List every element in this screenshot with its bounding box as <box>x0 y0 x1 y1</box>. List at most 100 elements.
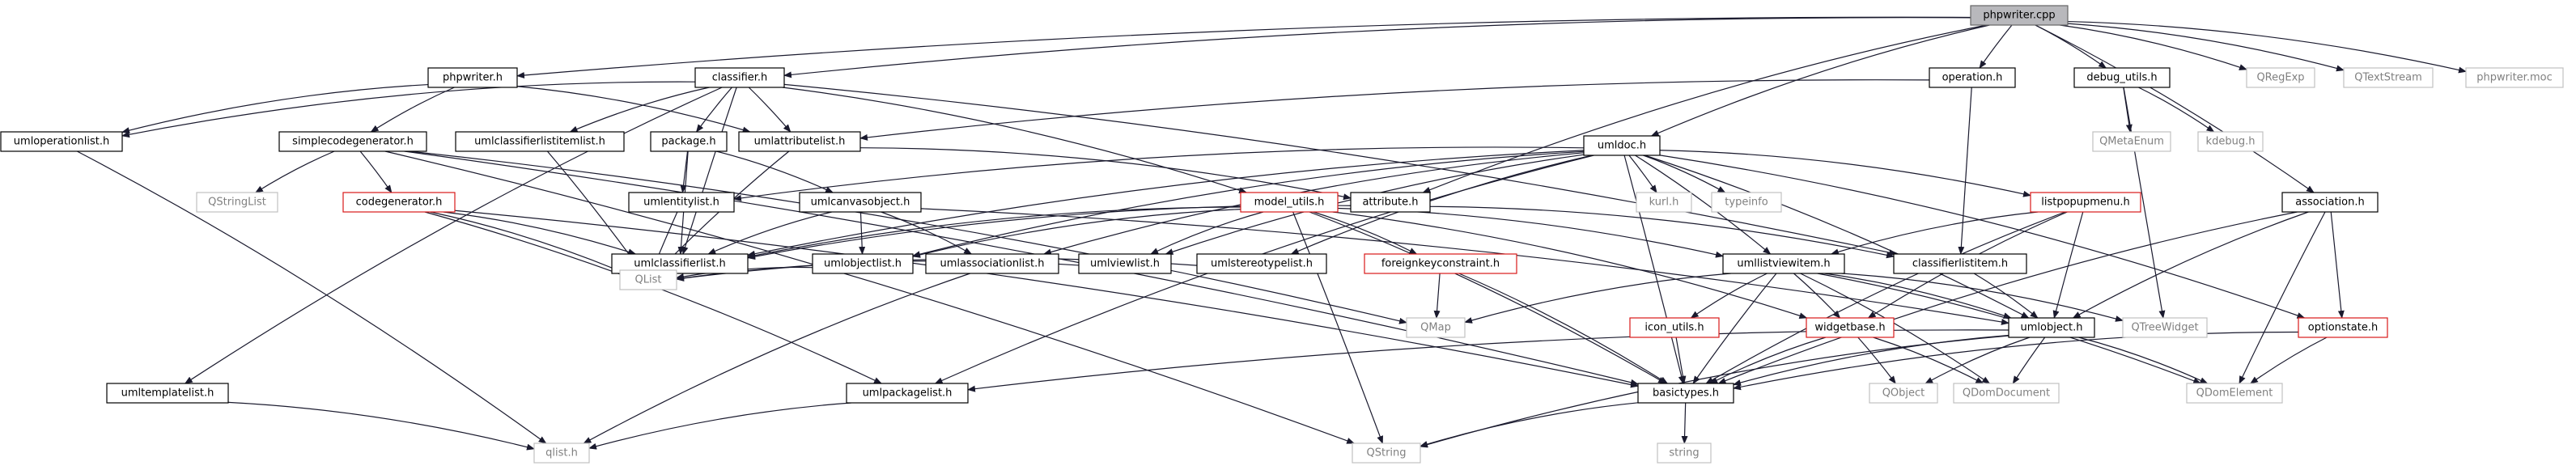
edge-umllistviewitem-h-to-widgetbase-h <box>1793 273 1841 319</box>
edge-umlattributelist-h-to-attribute-h <box>859 147 1352 201</box>
node-QTextStream[interactable]: QTextStream <box>2343 67 2434 88</box>
node-kurl-h[interactable]: kurl.h <box>1636 192 1692 213</box>
node-umlpackagelist-h[interactable]: umlpackagelist.h <box>846 383 969 404</box>
node-QDomElement[interactable]: QDomElement <box>2186 383 2283 404</box>
node-label: codegenerator.h <box>356 197 443 209</box>
node-box <box>1350 192 1431 213</box>
edge-model-utils-h-to-basictypes-h <box>1309 211 1666 384</box>
node-typeinfo[interactable]: typeinfo <box>1711 192 1782 213</box>
node-QTreeWidget[interactable]: QTreeWidget <box>2122 317 2208 338</box>
node-box <box>799 192 922 213</box>
node-label: kdebug.h <box>2206 136 2256 148</box>
node-phpwriter-moc[interactable]: phpwriter.moc <box>2465 67 2564 88</box>
edge-umlobject-h-to-QObject <box>1925 337 2031 384</box>
node-kdebug-h[interactable]: kdebug.h <box>2197 131 2264 152</box>
node-label: QTextStream <box>2354 72 2422 84</box>
edge-operation-h-to-umlattributelist-h <box>859 79 1930 141</box>
edge-phpwriter-cpp-to-debug-utils-h <box>2035 24 2107 69</box>
node-package-h[interactable]: package.h <box>650 131 728 152</box>
edge-association-h-to-umlobject-h <box>2072 211 2309 319</box>
node-label: QList <box>635 274 662 286</box>
edge-classifier-h-to-classifierlistitem-h <box>783 83 1898 256</box>
node-box <box>2122 317 2208 338</box>
node-operation-h[interactable]: operation.h <box>1929 67 2016 88</box>
node-QMap[interactable]: QMap <box>1406 317 1466 338</box>
node-qlist-h[interactable]: qlist.h <box>533 442 590 464</box>
node-umlobjectlist-h[interactable]: umlobjectlist.h <box>812 253 914 274</box>
edge-phpwriter-cpp-to-umldoc-h <box>1650 24 1990 137</box>
node-label: string <box>1669 447 1699 459</box>
node-optionstate-h[interactable]: optionstate.h <box>2298 317 2388 338</box>
node-label: classifier.h <box>712 72 768 84</box>
node-QString[interactable]: QString <box>1352 442 1421 464</box>
node-box <box>1364 253 1517 274</box>
edge-debug-utils-h-to-QTreeWidget <box>2123 87 2166 319</box>
node-string[interactable]: string <box>1657 442 1712 464</box>
edge-umldoc-h-to-optionstate-h <box>1659 155 2306 319</box>
node-attribute-h[interactable]: attribute.h <box>1350 192 1431 213</box>
node-umlcanvasobject-h[interactable]: umlcanvasobject.h <box>799 192 922 213</box>
node-basictypes-h[interactable]: basictypes.h <box>1637 383 1734 404</box>
node-box <box>1629 317 1720 338</box>
edge-umlobject-h-to-basictypes-h <box>1733 334 2009 386</box>
node-umlobject-h[interactable]: umlobject.h <box>2008 317 2095 338</box>
node-box <box>846 383 969 404</box>
edge-attribute-h-to-classifierlistitem-h <box>1429 205 1895 259</box>
node-umlassociationlist-h[interactable]: umlassociationlist.h <box>925 253 1059 274</box>
node-label: debug_utils.h <box>2086 72 2157 84</box>
edge-umltemplatelist-h-to-qlist-h <box>227 401 535 451</box>
edge-classifier-h-to-umlattributelist-h <box>748 87 791 133</box>
node-phpwriter-cpp[interactable]: phpwriter.cpp <box>1970 5 2069 26</box>
edge-simplecodegenerator-h-to-codegenerator-h <box>359 150 393 193</box>
node-umlattributelist-h[interactable]: umlattributelist.h <box>738 131 861 152</box>
edge-umlassociationlist-h-to-qlist-h <box>583 273 970 444</box>
node-model-utils-h[interactable]: model_utils.h <box>1240 192 1339 213</box>
edge-basictypes-h-to-QString <box>1420 402 1639 447</box>
node-label: umloperationlist.h <box>14 136 109 148</box>
node-umlstereotypelist-h[interactable]: umlstereotypelist.h <box>1196 253 1327 274</box>
edge-simplecodegenerator-h-to-basictypes-h <box>404 150 1639 386</box>
edge-umlcanvasobject-h-to-umlassociationlist-h <box>881 211 973 255</box>
node-umllistviewitem-h[interactable]: umllistviewitem.h <box>1722 253 1845 274</box>
edge-umldoc-h-to-umlassociationlist-h <box>1042 152 1585 256</box>
node-box <box>812 253 914 274</box>
node-widgetbase-h[interactable]: widgetbase.h <box>1806 317 1895 338</box>
node-umlentitylist-h[interactable]: umlentitylist.h <box>628 192 735 213</box>
node-simplecodegenerator-h[interactable]: simplecodegenerator.h <box>278 131 427 152</box>
edge-widgetbase-h-to-QDomDocument <box>1873 337 1984 384</box>
node-box <box>1806 317 1895 338</box>
node-codegenerator-h[interactable]: codegenerator.h <box>342 192 456 213</box>
edge-widgetbase-h-to-QObject <box>1857 337 1896 384</box>
node-umldoc-h[interactable]: umldoc.h <box>1583 135 1661 156</box>
node-listpopupmenu-h[interactable]: listpopupmenu.h <box>2030 192 2141 213</box>
edge-codegenerator-h-to-basictypes-h <box>454 210 1639 388</box>
node-QObject[interactable]: QObject <box>1869 383 1938 404</box>
node-phpwriter-h[interactable]: phpwriter.h <box>427 67 518 88</box>
node-label: umlentitylist.h <box>643 197 719 209</box>
node-umltemplatelist-h[interactable]: umltemplatelist.h <box>106 383 229 404</box>
edge-umldoc-h-to-umlentitylist-h <box>733 146 1585 201</box>
node-foreignkeyconstraint-h[interactable]: foreignkeyconstraint.h <box>1364 253 1517 274</box>
node-QMetaEnum[interactable]: QMetaEnum <box>2092 131 2171 152</box>
node-QDomDocument[interactable]: QDomDocument <box>1953 383 2060 404</box>
node-label: simplecodegenerator.h <box>292 136 414 148</box>
node-icon-utils-h[interactable]: icon_utils.h <box>1629 317 1720 338</box>
node-association-h[interactable]: association.h <box>2281 192 2379 213</box>
node-umloperationlist-h[interactable]: umloperationlist.h <box>0 131 123 152</box>
node-label: umlobject.h <box>2021 322 2083 334</box>
node-classifier-h[interactable]: classifier.h <box>694 67 785 88</box>
node-QRegExp[interactable]: QRegExp <box>2246 67 2315 88</box>
node-debug-utils-h[interactable]: debug_utils.h <box>2073 67 2171 88</box>
node-QStringList[interactable]: QStringList <box>196 192 278 213</box>
node-box <box>650 131 728 152</box>
edge-umlobject-h-to-umlpackagelist-h <box>967 329 2009 392</box>
edge-model-utils-h-to-foreignkeyconstraint-h <box>1313 211 1418 255</box>
node-box <box>1583 135 1661 156</box>
node-umlviewlist-h[interactable]: umlviewlist.h <box>1078 253 1172 274</box>
node-QList[interactable]: QList <box>619 269 677 290</box>
edge-phpwriter-cpp-to-classifier-h <box>783 17 1971 78</box>
node-classifierlistitem-h[interactable]: classifierlistitem.h <box>1893 253 2027 274</box>
node-box <box>1953 383 2060 404</box>
node-umlclassifierlistitemlist-h[interactable]: umlclassifierlistitemlist.h <box>455 131 625 152</box>
edge-optionstate-h-to-basictypes-h <box>1733 331 2299 391</box>
